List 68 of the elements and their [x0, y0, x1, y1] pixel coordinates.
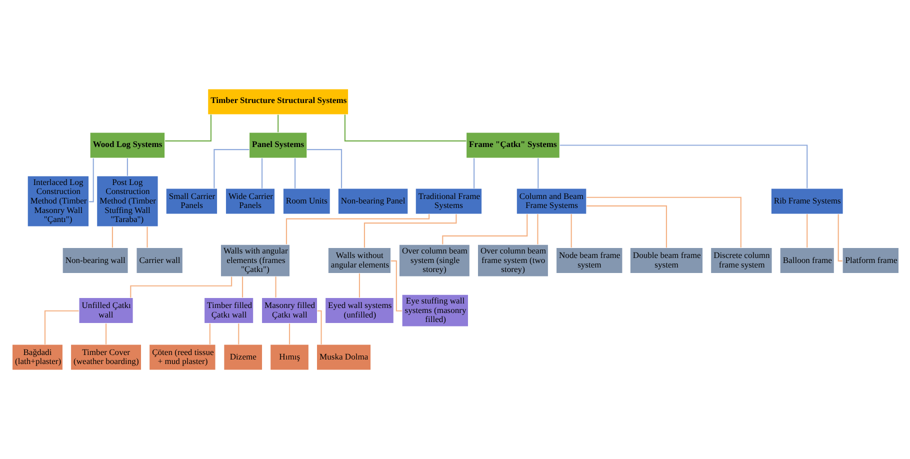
node-box: Masonry filled Çatkı wall — [260, 297, 318, 324]
node-box: Bağdadi (lath+plaster) — [11, 344, 63, 370]
connector — [537, 158, 538, 188]
node-box: Platform frame — [842, 247, 899, 274]
connector — [238, 324, 239, 344]
connector — [213, 149, 249, 188]
connector — [88, 158, 94, 202]
node-box: Carrier wall — [136, 247, 183, 274]
node-box: Eye stuffing wall systems (masonry filled) — [401, 294, 468, 327]
node-box: Eyed wall systems (unfilled) — [324, 297, 394, 324]
connector — [806, 214, 808, 248]
node-box: Çöten (reed tissue + mud plaster) — [148, 344, 216, 370]
node-box: Small Carrier Panels — [165, 188, 218, 214]
node-box: Walls without angular elements — [327, 247, 391, 274]
connector — [274, 276, 276, 298]
connector — [294, 158, 296, 188]
node-box: Timber Structure Structural Systems — [206, 88, 348, 115]
connector — [126, 158, 128, 176]
node-box: Timber Cover (weather boarding) — [70, 344, 142, 370]
node-box: Dizeme — [222, 344, 262, 370]
node-box: Wide Carrier Panels — [224, 188, 275, 214]
node-box: Double beam frame system — [629, 247, 703, 274]
node-box: Hımış — [269, 344, 309, 370]
connector — [285, 214, 430, 244]
connector — [570, 214, 572, 248]
node-box: Timber filled Çatkı wall — [203, 297, 254, 324]
node-box: Node beam frame system — [555, 247, 622, 274]
node-box: Over column beam system (single storey) — [398, 244, 470, 277]
node-box: Room Units — [282, 188, 330, 214]
connector — [288, 324, 290, 344]
connector — [111, 226, 112, 248]
connector — [473, 158, 474, 188]
connector — [559, 144, 808, 188]
node-box: Walls with angular elements (frames "Çatkı") — [220, 244, 290, 277]
node-box: Non-bearing wall — [62, 247, 128, 274]
node-box: Rib Frame Systems — [770, 188, 844, 214]
connector — [277, 114, 278, 132]
connector — [164, 114, 212, 142]
connector — [586, 196, 741, 248]
node-box: Frame "Çatkı" Systems — [465, 132, 560, 158]
node-box: Balloon frame — [779, 247, 834, 274]
node-box: Over column beam frame system (two storey) — [476, 244, 548, 277]
node-box: Discrete column frame system — [710, 247, 772, 274]
node-box: Non-bearing Panel — [337, 188, 408, 214]
connector — [363, 214, 456, 248]
node-box: Unfilled Çatkı wall — [78, 297, 134, 324]
connector — [586, 205, 666, 248]
connector — [260, 158, 262, 188]
connector — [390, 260, 402, 312]
connector — [344, 114, 466, 142]
node-box: Wood Log Systems — [89, 132, 165, 158]
connector — [105, 324, 106, 344]
connector — [536, 214, 538, 244]
connector — [146, 226, 148, 248]
connector — [44, 310, 78, 344]
node-box: Panel Systems — [248, 132, 307, 158]
connector — [837, 214, 842, 262]
node-box: Post Log Construction Method (Timber Stuffing Wall "Taraba") — [96, 176, 158, 227]
connector — [241, 276, 243, 298]
node-box: Interlaced Log Construction Method (Timber Masonry Wall "Çantı") — [26, 176, 89, 227]
node-box: Muska Dolma — [316, 344, 371, 370]
connector — [442, 214, 528, 244]
connector — [306, 149, 342, 188]
connector — [358, 273, 360, 298]
node-box: Column and Beam Frame Systems — [516, 188, 586, 214]
node-box: Traditional Frame Systems — [414, 188, 482, 214]
connector — [316, 310, 322, 344]
connector — [208, 324, 210, 344]
